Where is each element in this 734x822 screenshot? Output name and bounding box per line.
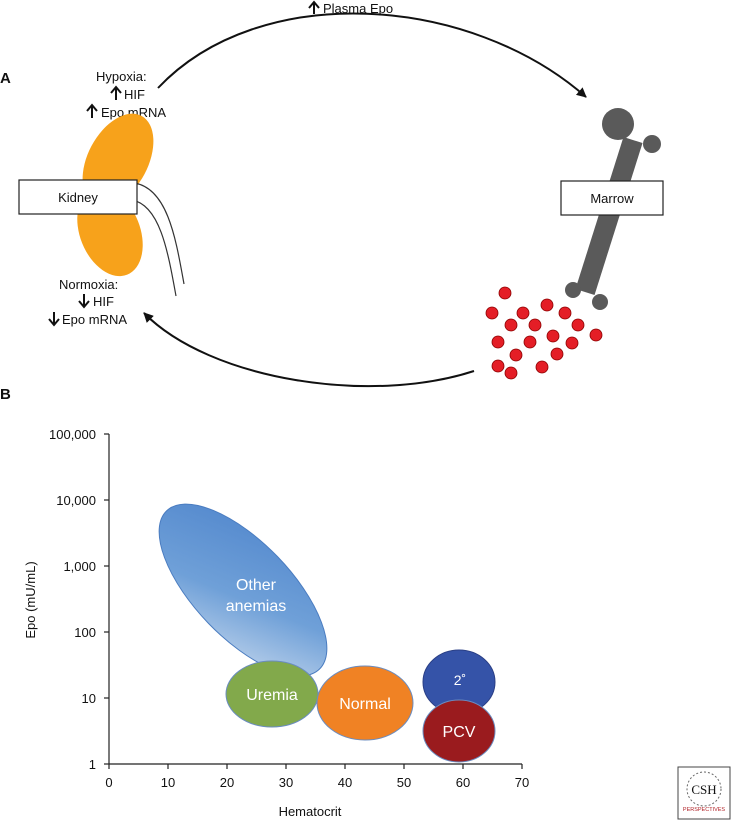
red-blood-cell bbox=[546, 329, 560, 343]
logo-subtext: PERSPECTIVES bbox=[683, 807, 726, 813]
red-blood-cell bbox=[498, 286, 512, 300]
x-tick-label: 0 bbox=[105, 775, 112, 790]
panel-a-letter: A bbox=[0, 70, 11, 87]
region-pcv-label: PCV bbox=[443, 724, 476, 741]
epo-mrna-down-arrow-icon bbox=[48, 312, 60, 327]
y-tick-label: 10,000 bbox=[56, 493, 96, 508]
red-blood-cell bbox=[535, 360, 549, 374]
region-pcv bbox=[422, 699, 496, 763]
x-tick-label: 40 bbox=[338, 775, 352, 790]
red-blood-cell bbox=[485, 306, 499, 320]
red-blood-cell bbox=[509, 348, 523, 362]
red-blood-cell bbox=[550, 347, 564, 361]
hif-up-arrow-icon bbox=[110, 85, 122, 100]
red-blood-cell bbox=[523, 335, 537, 349]
red-blood-cell bbox=[589, 328, 603, 342]
x-tick-label: 10 bbox=[161, 775, 175, 790]
x-axis-ticks: 0 10 20 30 40 50 60 70 bbox=[105, 764, 529, 790]
red-blood-cell bbox=[504, 366, 518, 380]
top-cycle-arrow bbox=[157, 12, 587, 98]
y-tick-label: 1 bbox=[89, 757, 96, 772]
x-tick-label: 60 bbox=[456, 775, 470, 790]
x-tick-label: 30 bbox=[279, 775, 293, 790]
x-tick-label: 50 bbox=[397, 775, 411, 790]
red-blood-cell bbox=[558, 306, 572, 320]
panel-b-letter: B bbox=[0, 386, 11, 403]
normoxia-epo-mrna-label: Epo mRNA bbox=[62, 312, 127, 327]
region-secondary-label: 2˚ bbox=[454, 672, 466, 688]
bone-icon bbox=[565, 108, 661, 310]
y-tick-label: 10 bbox=[82, 691, 96, 706]
region-normal-label: Normal bbox=[339, 696, 391, 713]
kidney-box bbox=[18, 179, 138, 215]
csh-perspectives-logo: CSH PERSPECTIVES bbox=[677, 766, 731, 820]
red-blood-cell bbox=[571, 318, 585, 332]
y-axis-ticks: 1 10 100 1,000 10,000 100,000 bbox=[49, 427, 109, 772]
x-tick-label: 20 bbox=[220, 775, 234, 790]
region-other-anemias bbox=[158, 503, 328, 677]
hypoxia-epo-mrna-label: Epo mRNA bbox=[101, 105, 166, 120]
red-blood-cell bbox=[504, 318, 518, 332]
red-blood-cell bbox=[540, 298, 554, 312]
red-blood-cell bbox=[516, 306, 530, 320]
y-tick-label: 1,000 bbox=[63, 559, 96, 574]
region-other-anemias-label-line2: anemias bbox=[226, 598, 286, 615]
y-tick-label: 100,000 bbox=[49, 427, 96, 442]
marrow-box bbox=[560, 180, 664, 216]
epo-mrna-up-arrow-icon bbox=[86, 103, 98, 118]
x-tick-label: 70 bbox=[515, 775, 529, 790]
hypoxia-title: Hypoxia: bbox=[96, 69, 147, 84]
region-uremia-label: Uremia bbox=[246, 687, 298, 704]
red-blood-cells bbox=[485, 286, 603, 380]
y-axis-title: Epo (mU/mL) bbox=[23, 561, 38, 638]
plasma-epo-up-arrow-icon bbox=[308, 0, 320, 14]
hif-down-arrow-icon bbox=[78, 294, 90, 309]
marrow-label: Marrow bbox=[590, 191, 634, 206]
normoxia-hif-label: HIF bbox=[93, 294, 114, 309]
region-other-anemias-label-line1: Other bbox=[236, 577, 277, 594]
bottom-cycle-arrow bbox=[143, 312, 475, 388]
y-tick-label: 100 bbox=[74, 625, 96, 640]
red-blood-cell bbox=[565, 336, 579, 350]
plasma-epo-label: Plasma Epo bbox=[323, 1, 393, 16]
x-axis-title: Hematocrit bbox=[279, 804, 342, 819]
red-blood-cell bbox=[491, 359, 505, 373]
red-blood-cell bbox=[528, 318, 542, 332]
kidney-label: Kidney bbox=[58, 190, 98, 205]
normoxia-title: Normoxia: bbox=[59, 277, 118, 292]
region-normal bbox=[316, 665, 414, 741]
logo-text: CSH bbox=[691, 782, 716, 797]
red-blood-cell bbox=[491, 335, 505, 349]
hypoxia-hif-label: HIF bbox=[124, 87, 145, 102]
